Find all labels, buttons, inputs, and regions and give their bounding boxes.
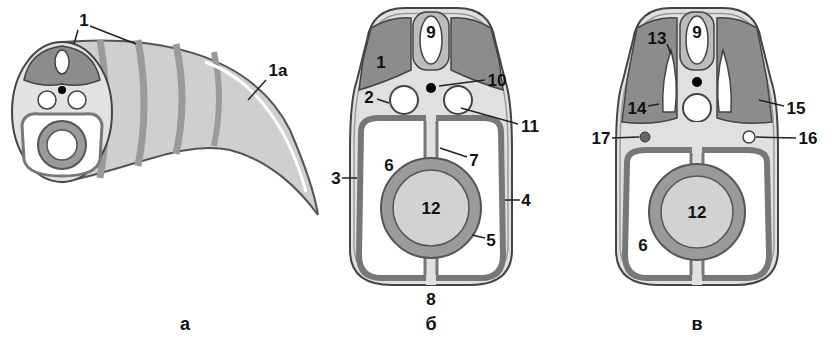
leader-line xyxy=(612,137,639,138)
callout-number: 15 xyxy=(787,100,806,117)
callout-number: 2 xyxy=(364,89,373,106)
callout-number: 6 xyxy=(638,237,647,254)
callout-number: 1а xyxy=(269,62,288,79)
dot xyxy=(426,83,436,93)
coelom xyxy=(625,150,769,278)
muscle xyxy=(717,18,772,124)
callout-number: 16 xyxy=(799,130,818,147)
gut-lumen xyxy=(47,130,77,160)
mesentery-line xyxy=(436,121,439,160)
myocoel xyxy=(663,50,677,112)
leader-line xyxy=(756,137,796,138)
panel-letter: а xyxy=(180,315,190,333)
gut xyxy=(38,121,86,169)
leader-line xyxy=(90,26,136,44)
callout-number: 6 xyxy=(384,157,393,174)
leader-line xyxy=(472,235,485,238)
vessel xyxy=(38,91,56,109)
highlight xyxy=(205,62,306,192)
callout-number: 9 xyxy=(692,24,701,41)
neural-tube xyxy=(686,16,708,64)
dot xyxy=(692,77,702,87)
body-3d xyxy=(12,26,318,215)
leader-line xyxy=(461,108,518,124)
callout-number: 12 xyxy=(688,204,707,221)
callout-number: 1 xyxy=(79,12,88,29)
leader-line xyxy=(74,30,78,44)
panel-letter: в xyxy=(691,315,702,333)
mesentery-line xyxy=(424,121,427,160)
dot xyxy=(58,86,66,94)
callout-number: 5 xyxy=(486,232,495,249)
cross-section-face xyxy=(12,42,112,182)
neural-tube xyxy=(55,50,69,74)
small-vessel xyxy=(743,131,755,143)
panel-letter: б xyxy=(425,315,436,333)
body-wall xyxy=(350,8,512,285)
segment-band xyxy=(138,40,144,166)
cross-section-b xyxy=(342,8,520,285)
body-wall xyxy=(616,8,778,285)
mesentery xyxy=(692,122,702,164)
small-vessel xyxy=(640,132,650,142)
leader-line xyxy=(440,148,467,157)
leader-line xyxy=(505,199,520,201)
callout-number: 8 xyxy=(426,291,435,308)
neural-tube-wall xyxy=(680,12,714,70)
cross-section-c xyxy=(612,8,796,285)
vessel xyxy=(68,91,86,109)
leader-line xyxy=(667,44,671,54)
callout-number: 14 xyxy=(628,100,647,117)
segment-band xyxy=(176,44,182,154)
leader-line xyxy=(248,80,266,100)
muscle xyxy=(359,18,411,90)
gut xyxy=(649,164,745,260)
callout-number: 7 xyxy=(469,152,478,169)
myocoel xyxy=(718,50,732,112)
callout-number: 11 xyxy=(521,118,539,135)
callout-number: 4 xyxy=(521,192,530,209)
neural-tube-wall xyxy=(413,12,449,70)
callout-number: 9 xyxy=(426,24,435,41)
vessel xyxy=(683,94,711,122)
leader-line xyxy=(759,100,784,106)
gut xyxy=(381,158,481,258)
leader-line xyxy=(342,177,357,179)
epidermis-line xyxy=(354,14,508,280)
callout-number: 1 xyxy=(376,54,385,71)
muscle xyxy=(622,18,677,124)
mesentery-line xyxy=(702,153,705,164)
callout-number: 3 xyxy=(331,170,340,187)
leader-line xyxy=(377,99,389,103)
gut-lumen xyxy=(661,176,733,248)
epidermis-line xyxy=(620,14,774,280)
coelom xyxy=(22,114,102,176)
callout-number: 13 xyxy=(648,30,667,47)
neural-tube xyxy=(420,16,442,64)
leader-line xyxy=(648,104,659,106)
callout-number: 12 xyxy=(422,200,441,217)
gut-lumen xyxy=(393,170,469,246)
callout-number: 10 xyxy=(488,72,507,89)
mesentery-line xyxy=(690,153,693,164)
mesentery xyxy=(426,112,436,162)
callout-number: 17 xyxy=(592,130,611,147)
muscle xyxy=(24,46,100,85)
vessel xyxy=(390,86,418,114)
leader-line xyxy=(439,80,485,86)
